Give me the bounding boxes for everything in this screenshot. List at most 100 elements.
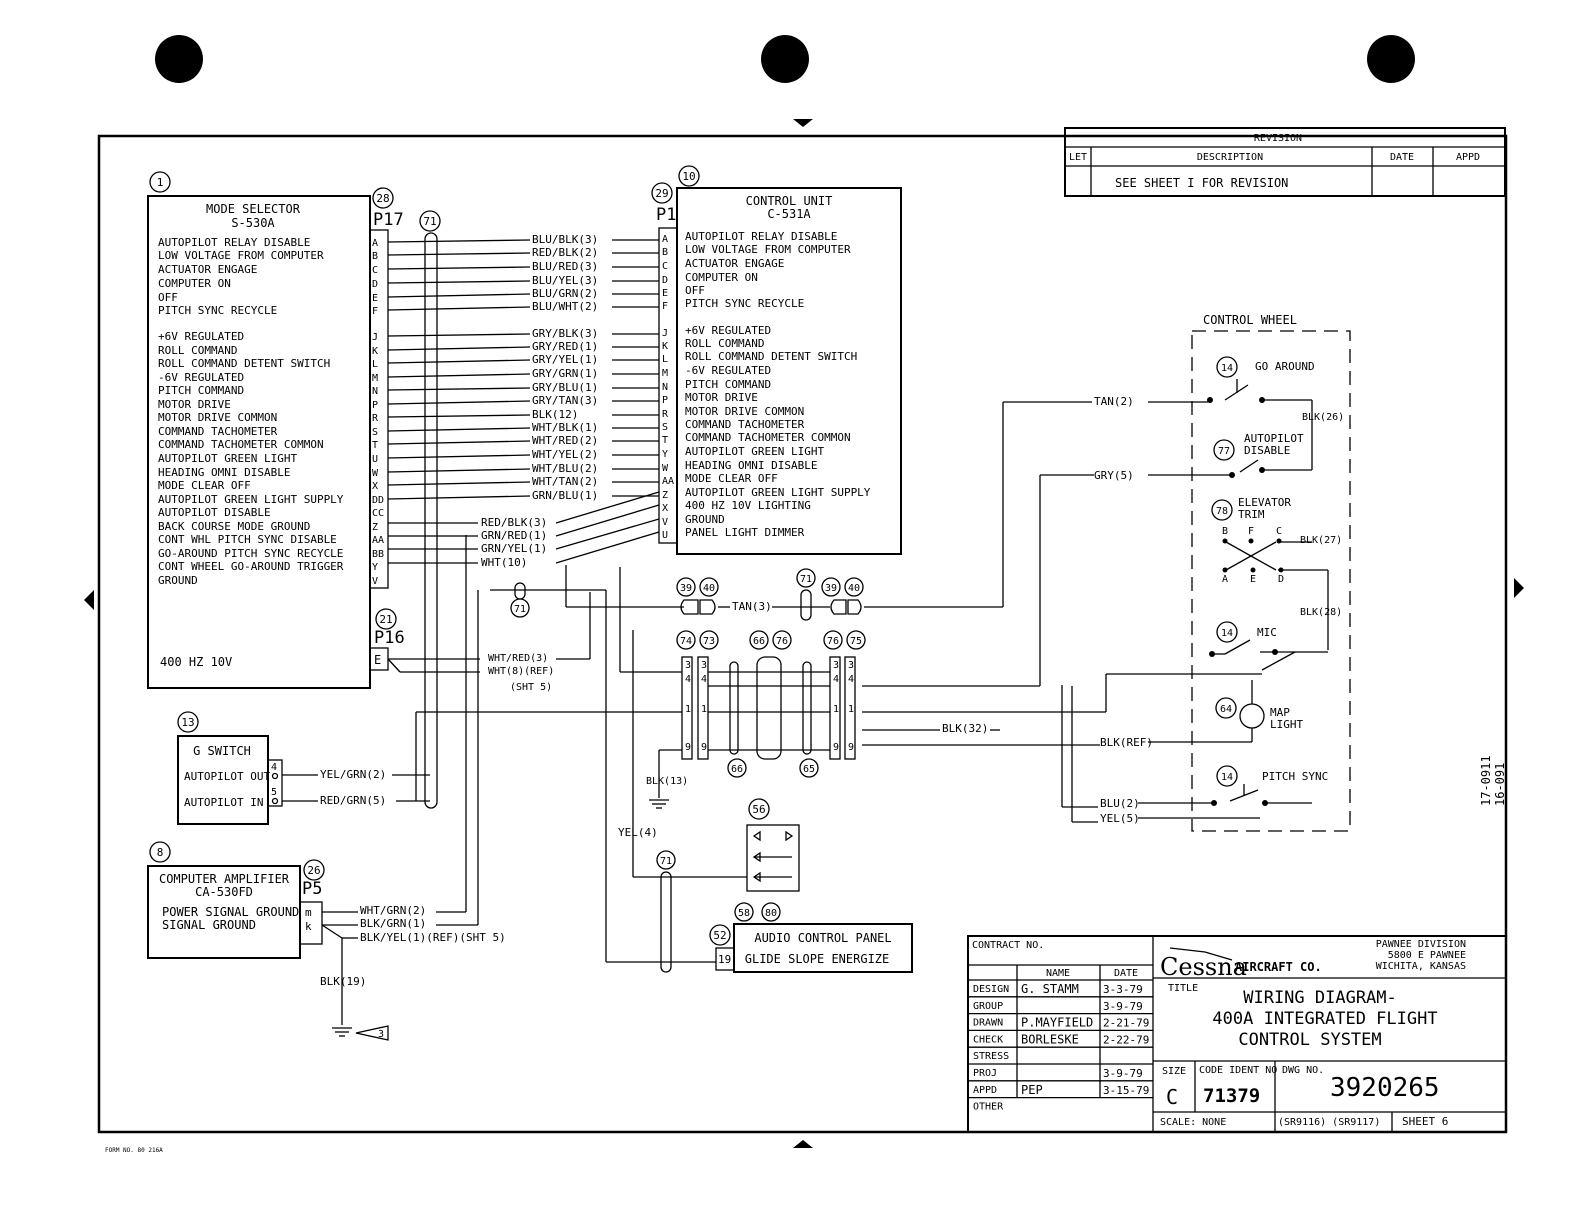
conn-ref-76: 76 bbox=[776, 636, 788, 647]
splice-pin: 4 bbox=[833, 674, 839, 685]
splice-pin: 9 bbox=[833, 742, 839, 753]
wire-label: WHT/BLK(1) bbox=[532, 421, 598, 434]
wire-run bbox=[387, 481, 531, 486]
lower-wire-run bbox=[555, 531, 660, 564]
audio-control-panel: 58 80 52 19 AUDIO CONTROL PANEL GLIDE SL… bbox=[606, 902, 913, 973]
p17-pin: K bbox=[372, 346, 378, 357]
conn-ref-71b: 71 bbox=[800, 574, 812, 585]
control-unit-function: +6V REGULATED bbox=[685, 324, 771, 337]
drawing-border bbox=[97, 134, 1508, 1134]
control-unit-function: COMMAND TACHOMETER COMMON bbox=[685, 431, 851, 444]
sheet-no: SHEET 6 bbox=[1402, 1115, 1448, 1128]
revision-block: REVISION LET DESCRIPTION DATE APPD SEE S… bbox=[1064, 127, 1506, 197]
form-number: FORM NO. 80 216A bbox=[105, 1147, 163, 1154]
g-switch-title: G SWITCH bbox=[193, 744, 251, 758]
control-unit-title: CONTROL UNIT bbox=[746, 194, 833, 208]
dwg-number: 3920265 bbox=[1330, 1073, 1440, 1103]
mode-selector-function: +6V REGULATED bbox=[158, 330, 244, 343]
control-unit-function: PANEL LIGHT DIMMER bbox=[685, 526, 805, 539]
tan3-wire: TAN(3) bbox=[732, 600, 772, 613]
lower-wire-runs: RED/BLK(3)GRN/RED(1)GRN/YEL(1)WHT(10) bbox=[388, 491, 830, 962]
tb-date: 3-15-79 bbox=[1103, 1084, 1149, 1097]
mode-selector-function: AUTOPILOT DISABLE bbox=[158, 506, 271, 519]
control-unit-function: MOTOR DRIVE COMMON bbox=[685, 405, 804, 418]
mode-selector-function: COMMAND TACHOMETER bbox=[158, 425, 278, 438]
mode-selector-function: ACTUATOR ENGAGE bbox=[158, 263, 257, 276]
p5-wire-1: WHT/GRN(2) bbox=[360, 904, 426, 917]
conn-ref-71d: 71 bbox=[660, 856, 672, 867]
size-value: C bbox=[1166, 1085, 1178, 1109]
division-1: PAWNEE DIVISION bbox=[1376, 939, 1466, 950]
audio-pin-19: 19 bbox=[718, 953, 731, 966]
yel4-label: YEL(4) bbox=[618, 826, 658, 839]
p16-ref: 21 bbox=[379, 613, 392, 626]
p17-pin: AA bbox=[372, 535, 384, 546]
p17-pin: T bbox=[372, 440, 378, 451]
ground-wire-19: BLK(19) bbox=[320, 975, 366, 988]
p1-pin: T bbox=[662, 435, 668, 446]
tb-name: G. STAMM bbox=[1021, 982, 1079, 996]
drawing-title-2: 400A INTEGRATED FLIGHT bbox=[1212, 1009, 1437, 1029]
wire-run bbox=[387, 387, 531, 391]
division-3: WICHITA, KANSAS bbox=[1376, 961, 1466, 972]
wheel-light: LIGHT bbox=[1270, 718, 1303, 731]
p1-pin: R bbox=[662, 409, 669, 420]
p17-pin: X bbox=[372, 481, 378, 492]
mode-selector-function: AUTOPILOT RELAY DISABLE bbox=[158, 236, 310, 249]
wire-run bbox=[387, 373, 531, 378]
p1-pin: U bbox=[662, 530, 668, 541]
mode-selector-function: -6V REGULATED bbox=[158, 371, 244, 384]
p1-pin: AA bbox=[662, 476, 674, 487]
conn-ref-40a: 40 bbox=[703, 583, 715, 594]
wire-run bbox=[387, 454, 531, 459]
wire-label: BLU/GRN(2) bbox=[532, 287, 598, 300]
wheel-elev-trim-2: TRIM bbox=[1238, 508, 1265, 521]
trim-pin: C bbox=[1276, 526, 1282, 537]
revision-col-appd: APPD bbox=[1456, 152, 1480, 163]
note-flag bbox=[355, 1025, 389, 1041]
mode-selector-function: MODE CLEAR OFF bbox=[158, 479, 251, 492]
mode-selector-400hz: 400 HZ 10V bbox=[160, 655, 232, 669]
conn-ref-76b: 76 bbox=[827, 636, 839, 647]
tb-role: CHECK bbox=[973, 1034, 1003, 1045]
mode-selector-title: MODE SELECTOR bbox=[206, 202, 301, 216]
wire-label: BLK(12) bbox=[532, 408, 578, 421]
registration-mark-top bbox=[793, 119, 813, 127]
wire-label: WHT/YEL(2) bbox=[532, 448, 598, 461]
wheel-wire-yel5: YEL(5) bbox=[1100, 812, 1140, 825]
conn-ref-65: 65 bbox=[803, 764, 815, 775]
wire-label: RED/BLK(2) bbox=[532, 246, 598, 259]
wire-label: BLU/RED(3) bbox=[532, 260, 598, 273]
wire-run bbox=[387, 468, 531, 473]
connector-71-lower: 71 bbox=[510, 582, 530, 618]
p1-pin: Y bbox=[662, 449, 668, 460]
wire-run bbox=[387, 280, 531, 284]
p17-pin: J bbox=[372, 332, 378, 343]
p5-wire-3: BLK/YEL(1)(REF)(SHT 5) bbox=[360, 931, 506, 944]
wheel-wire-tan2: TAN(2) bbox=[1094, 395, 1134, 408]
tb-name: P.MAYFIELD bbox=[1021, 1016, 1093, 1030]
harness-bundle-71: 71 bbox=[419, 210, 441, 809]
splice-pin: 9 bbox=[701, 742, 707, 753]
wire-run bbox=[387, 427, 531, 432]
trim-pin: F bbox=[1248, 526, 1254, 537]
mode-selector-function: OFF bbox=[158, 291, 178, 304]
tb-role: OTHER bbox=[973, 1102, 1004, 1113]
g-switch-ref: 13 bbox=[181, 716, 194, 729]
control-unit-function: PITCH SYNC RECYCLE bbox=[685, 297, 804, 310]
computer-amplifier: 8 COMPUTER AMPLIFIER CA-530FD POWER SIGN… bbox=[147, 535, 506, 1041]
connector-71-mid: 71 39 40 bbox=[796, 401, 1092, 621]
p1-pin: D bbox=[662, 275, 668, 286]
mode-selector-model: S-530A bbox=[231, 216, 275, 230]
wheel-wire-blk26: BLK(26) bbox=[1302, 412, 1344, 423]
p17-pin: A bbox=[372, 238, 378, 249]
conn-ref-66b: 66 bbox=[731, 764, 743, 775]
control-unit-function: GROUND bbox=[685, 513, 725, 526]
p1-pin: L bbox=[662, 354, 668, 365]
p17-label: P17 bbox=[373, 210, 404, 230]
trim-pin: D bbox=[1278, 574, 1284, 585]
control-unit-function: LOW VOLTAGE FROM COMPUTER bbox=[685, 243, 851, 256]
